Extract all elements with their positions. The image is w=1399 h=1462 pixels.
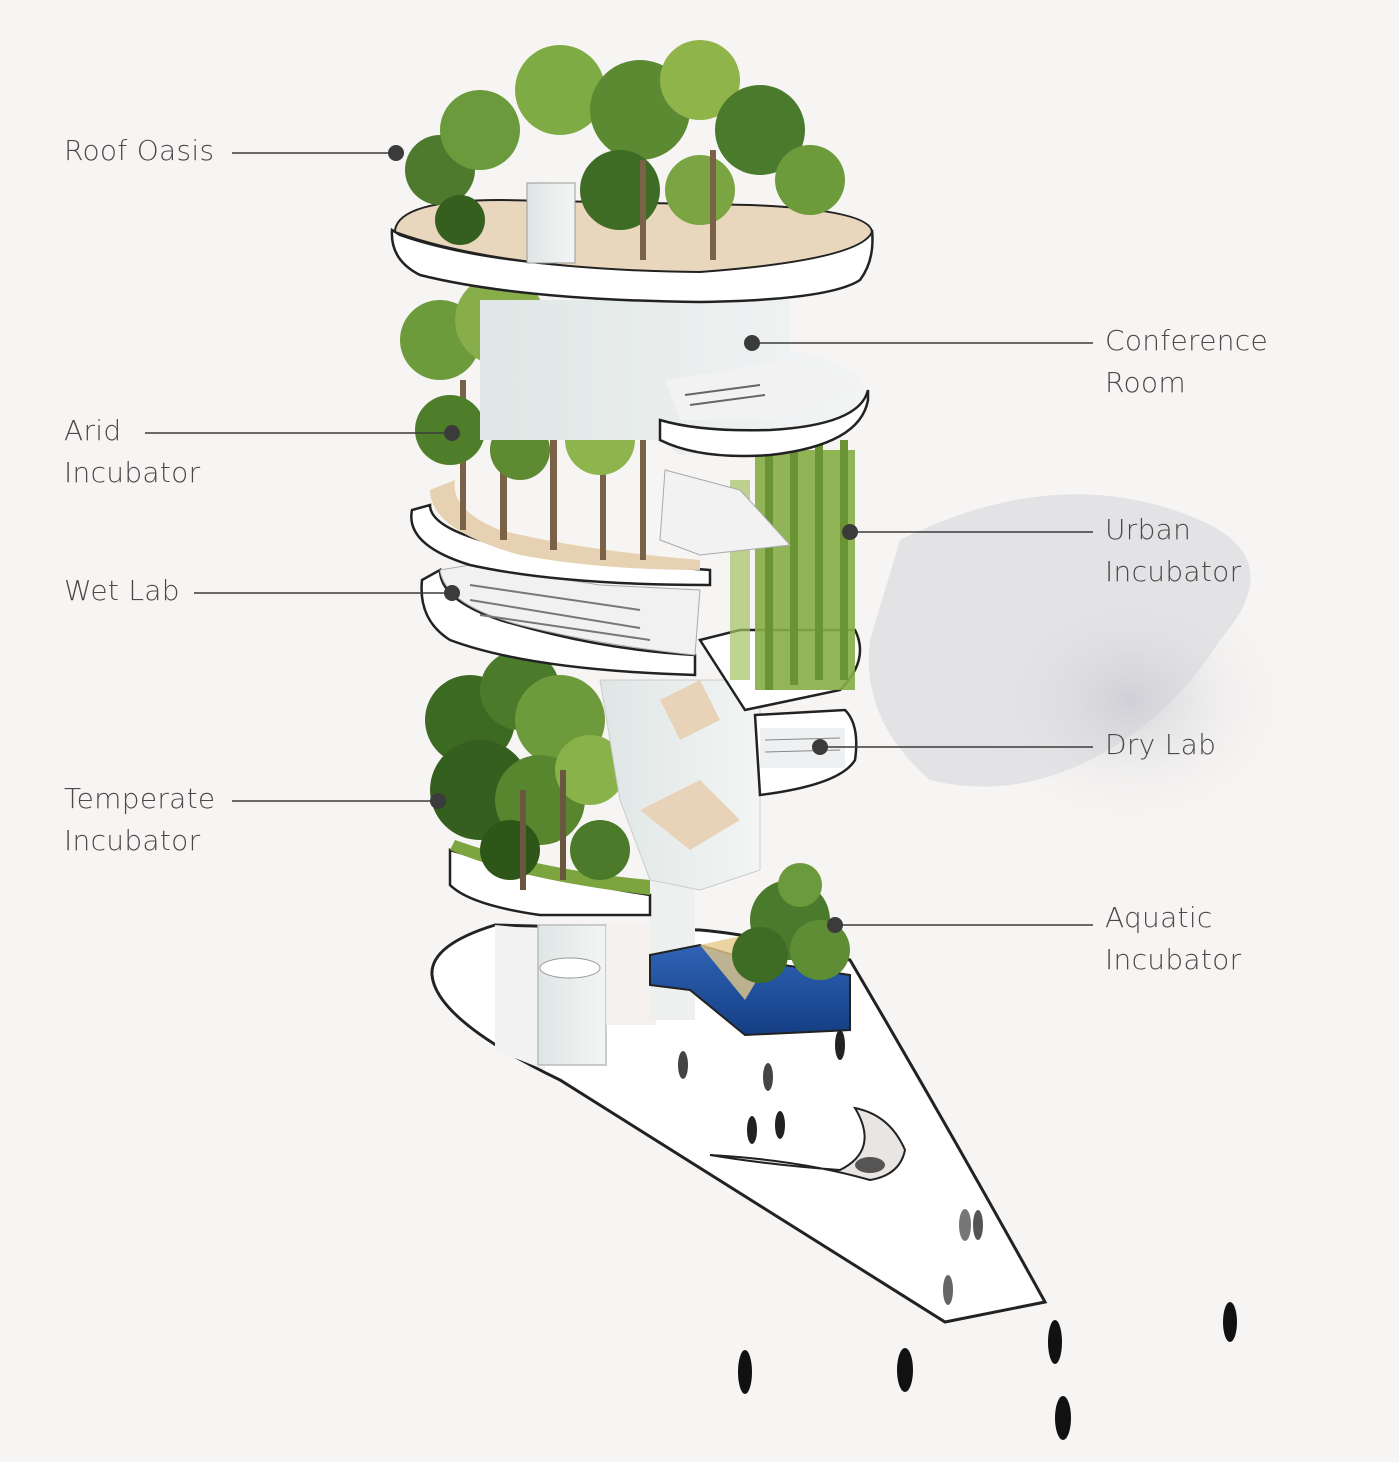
label-temperate-incubator: Temperate Incubator: [64, 778, 215, 862]
label-line: Aquatic: [1105, 897, 1241, 939]
label-line: Incubator: [1105, 939, 1241, 981]
label-dry-lab: Dry Lab: [1105, 724, 1216, 766]
label-urban-incubator: Urban Incubator: [1105, 509, 1241, 593]
label-line: Urban: [1105, 509, 1241, 551]
label-conference-room: Conference Room: [1105, 320, 1268, 404]
label-arid-incubator: Arid Incubator: [64, 410, 200, 494]
label-line: Wet Lab: [64, 570, 180, 612]
label-line: Dry Lab: [1105, 724, 1216, 766]
label-line: Room: [1105, 362, 1268, 404]
label-line: Temperate: [64, 778, 215, 820]
label-line: Conference: [1105, 320, 1268, 362]
urban-incubator-level: [700, 440, 860, 710]
label-line: Arid: [64, 410, 200, 452]
label-roof-oasis: Roof Oasis: [64, 130, 214, 172]
roof-oasis-level: [392, 40, 873, 302]
label-aquatic-incubator: Aquatic Incubator: [1105, 897, 1241, 981]
label-line: Roof Oasis: [64, 130, 214, 172]
label-wet-lab: Wet Lab: [64, 570, 180, 612]
label-line: Incubator: [1105, 551, 1241, 593]
label-line: Incubator: [64, 452, 200, 494]
dry-lab-level: [755, 710, 856, 795]
label-line: Incubator: [64, 820, 215, 862]
